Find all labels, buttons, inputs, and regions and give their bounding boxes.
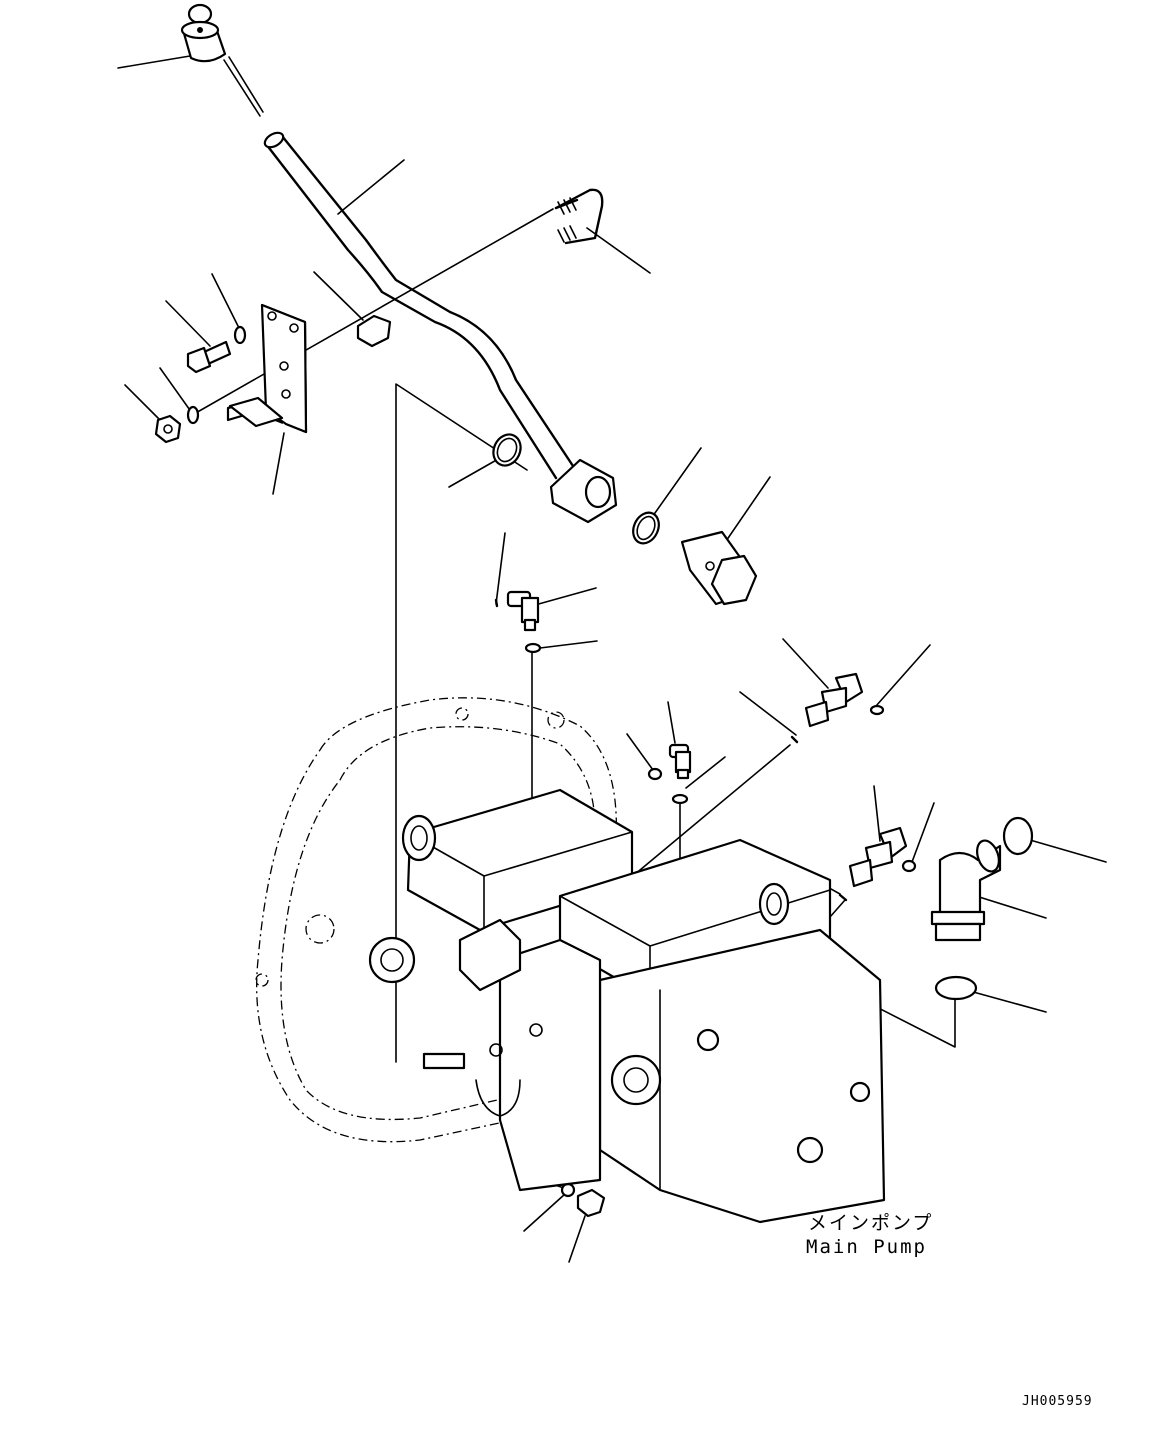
large-elbow	[930, 839, 1002, 942]
leader-line	[448, 457, 501, 488]
leader-line	[539, 640, 598, 649]
pin	[838, 893, 848, 902]
o-ring-small	[560, 1182, 576, 1198]
leader-lines	[117, 54, 1107, 1263]
leader-line	[568, 1215, 586, 1263]
u-bolt-clamp	[554, 188, 604, 245]
leader-line	[313, 271, 364, 321]
leader-line	[337, 159, 405, 215]
pressure-sensor	[804, 672, 864, 728]
flange-seal	[1002, 816, 1034, 856]
main-pump-label-japanese: メインポンプ	[808, 1212, 934, 1234]
leader-line	[495, 532, 506, 605]
pressure-sensor	[848, 826, 908, 888]
leader-line	[873, 785, 881, 842]
leader-line	[534, 587, 597, 606]
level-gauge-tube	[263, 131, 618, 524]
o-ring-small	[671, 793, 689, 805]
o-ring	[492, 433, 522, 467]
leader-line	[159, 367, 193, 414]
drawing-number: JH005959	[1022, 1394, 1093, 1409]
bolt	[186, 340, 232, 374]
leader-line	[685, 756, 726, 789]
leader-line	[965, 989, 1047, 1013]
leader-line	[649, 447, 702, 521]
leader-line	[165, 300, 211, 347]
leader-line	[586, 227, 651, 274]
main-pump-label-english: Main Pump	[806, 1236, 927, 1258]
leader-line	[667, 701, 676, 744]
leader-line	[875, 644, 931, 707]
elbow-fitting	[506, 590, 540, 632]
leader-line	[911, 802, 935, 863]
bracket-clip	[356, 314, 392, 348]
dipstick-cap	[180, 3, 264, 117]
assembly-line	[615, 744, 791, 891]
o-ring-small	[869, 704, 885, 716]
nut	[154, 414, 182, 444]
pin	[790, 735, 799, 744]
elbow-fitting	[668, 743, 692, 780]
drain-plug	[576, 1188, 606, 1218]
o-ring-large	[934, 975, 978, 1001]
leader-line	[272, 432, 285, 495]
leader-line	[782, 638, 829, 689]
o-ring-small	[647, 767, 663, 781]
o-ring-small	[901, 859, 917, 873]
leader-line	[723, 476, 771, 545]
banjo-bolt	[680, 530, 758, 606]
main-pump-assembly	[255, 697, 886, 1224]
leader-line	[117, 54, 197, 69]
leader-line	[523, 1193, 566, 1232]
leader-line	[124, 384, 166, 426]
leader-line	[211, 273, 241, 331]
leader-line	[1029, 839, 1107, 863]
leader-line	[739, 691, 797, 736]
leader-line	[626, 733, 654, 771]
o-ring-small	[524, 642, 542, 654]
leader-line	[975, 895, 1047, 919]
washer	[233, 325, 247, 345]
washer	[186, 405, 200, 425]
o-ring	[632, 511, 660, 545]
mounting-bracket	[226, 303, 308, 434]
assembly-line	[395, 383, 528, 1063]
pin	[494, 598, 499, 608]
assembly-line	[193, 208, 554, 415]
